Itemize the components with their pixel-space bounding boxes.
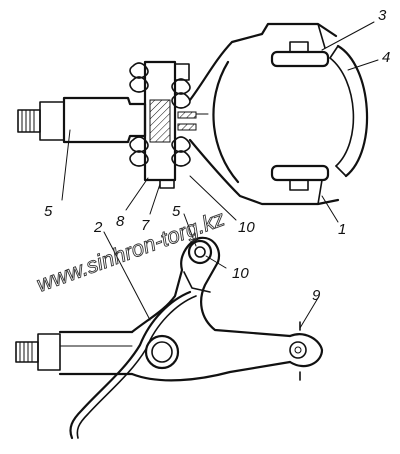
leader-3 xyxy=(321,21,375,51)
ring-shoe xyxy=(329,44,369,178)
callout-1: 1 xyxy=(338,221,346,238)
return-spring-wire xyxy=(69,290,197,440)
callout-4: 4 xyxy=(382,49,390,66)
callout-5-upper: 5 xyxy=(44,203,53,220)
leader-10-lower xyxy=(205,255,227,269)
upper-rod-body xyxy=(62,96,147,144)
leader-9 xyxy=(299,297,319,329)
clamp-yoke xyxy=(188,22,340,206)
spring-bolt xyxy=(129,60,209,189)
callout-2: 2 xyxy=(93,219,103,236)
callout-5-lower: 5 xyxy=(172,203,181,220)
lever-body xyxy=(130,236,292,382)
leader-5-upper xyxy=(61,129,71,201)
leader-10-upper xyxy=(189,175,237,221)
leader-7 xyxy=(149,183,161,215)
upper-pad xyxy=(270,41,330,68)
callout-7: 7 xyxy=(141,217,150,234)
lever-end-eye xyxy=(288,321,324,381)
leader-4 xyxy=(347,59,379,71)
leader-5-lower xyxy=(183,213,197,247)
leader-8 xyxy=(125,177,149,211)
leader-2 xyxy=(103,231,151,321)
callout-8: 8 xyxy=(116,213,125,230)
callout-10-lower: 10 xyxy=(232,265,249,282)
callout-3: 3 xyxy=(378,7,387,24)
lower-pad xyxy=(270,164,330,191)
upper-rod-thread xyxy=(17,101,65,141)
callout-9: 9 xyxy=(312,287,321,304)
callout-10-upper: 10 xyxy=(238,219,255,236)
upper-assembly xyxy=(17,21,379,223)
lower-assembly xyxy=(15,213,324,440)
lower-rod-thread xyxy=(15,333,61,371)
leader-1 xyxy=(321,195,339,223)
lower-rod-body xyxy=(58,330,134,376)
